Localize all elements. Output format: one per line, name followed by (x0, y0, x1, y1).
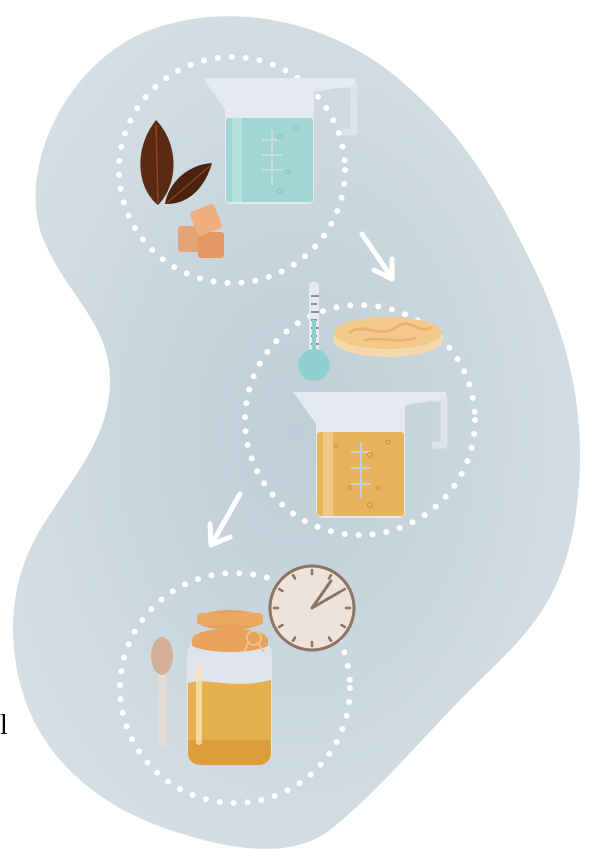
stray-text-fragment: l (0, 712, 8, 740)
clock-tick (329, 637, 331, 640)
clock-icon (270, 566, 354, 650)
clock-tick (341, 625, 344, 627)
clock-tick (293, 637, 295, 640)
clock-tick (293, 575, 295, 578)
clock-tick (341, 589, 344, 591)
clock-tick (329, 575, 331, 578)
clock-tick (279, 589, 282, 591)
clock-tick (279, 625, 282, 627)
scoby-icon (333, 317, 443, 357)
kombucha-jar-icon (187, 610, 272, 765)
